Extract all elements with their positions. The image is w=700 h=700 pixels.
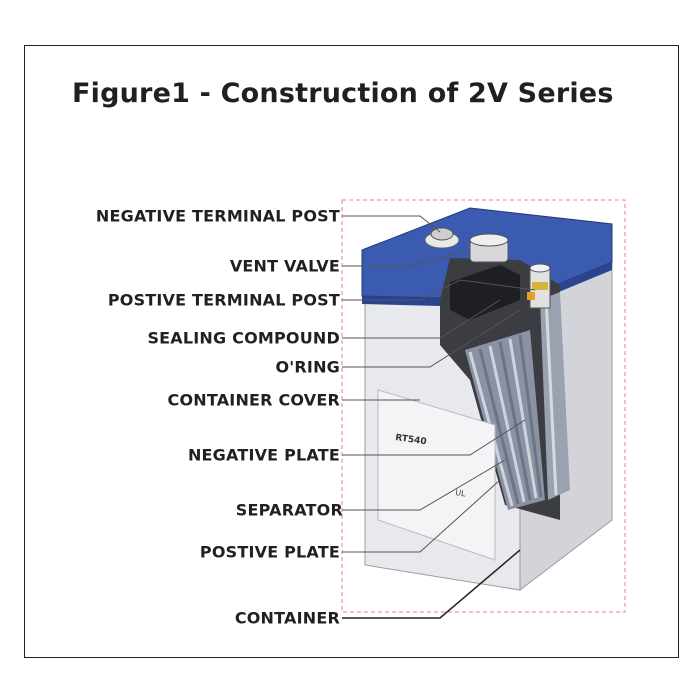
sealing-compound-shape bbox=[450, 265, 520, 320]
label-sealing-compound: SEALING COMPOUND bbox=[147, 328, 340, 348]
positive-terminal-post-shape bbox=[527, 263, 551, 309]
battery-cert-text: UL bbox=[455, 488, 467, 498]
label-container: CONTAINER bbox=[234, 608, 340, 628]
battery-model-text: RT540 bbox=[395, 433, 428, 447]
label-separator: SEPARATOR bbox=[235, 500, 343, 520]
leader-lines bbox=[342, 215, 536, 619]
plate-stack bbox=[465, 292, 570, 510]
label-vent-valve: VENT VALVE bbox=[229, 256, 340, 276]
negative-terminal-post-shape bbox=[424, 227, 460, 249]
label-postive-plate: POSTIVE PLATE bbox=[199, 542, 340, 562]
label-o-ring: O'RING bbox=[275, 357, 340, 377]
label-postive-terminal-post: POSTIVE TERMINAL POST bbox=[107, 290, 340, 310]
label-container-cover: CONTAINER COVER bbox=[167, 390, 340, 410]
battery-label-panel bbox=[377, 389, 496, 561]
dashed-outline bbox=[341, 199, 626, 613]
label-negative-plate: NEGATIVE PLATE bbox=[187, 445, 340, 465]
label-negative-terminal-post: NEGATIVE TERMINAL POST bbox=[95, 206, 340, 226]
figure-title: Figure1 - Construction of 2V Series bbox=[72, 78, 614, 109]
cover-edge bbox=[362, 262, 612, 308]
vent-valve-shape bbox=[469, 233, 509, 263]
